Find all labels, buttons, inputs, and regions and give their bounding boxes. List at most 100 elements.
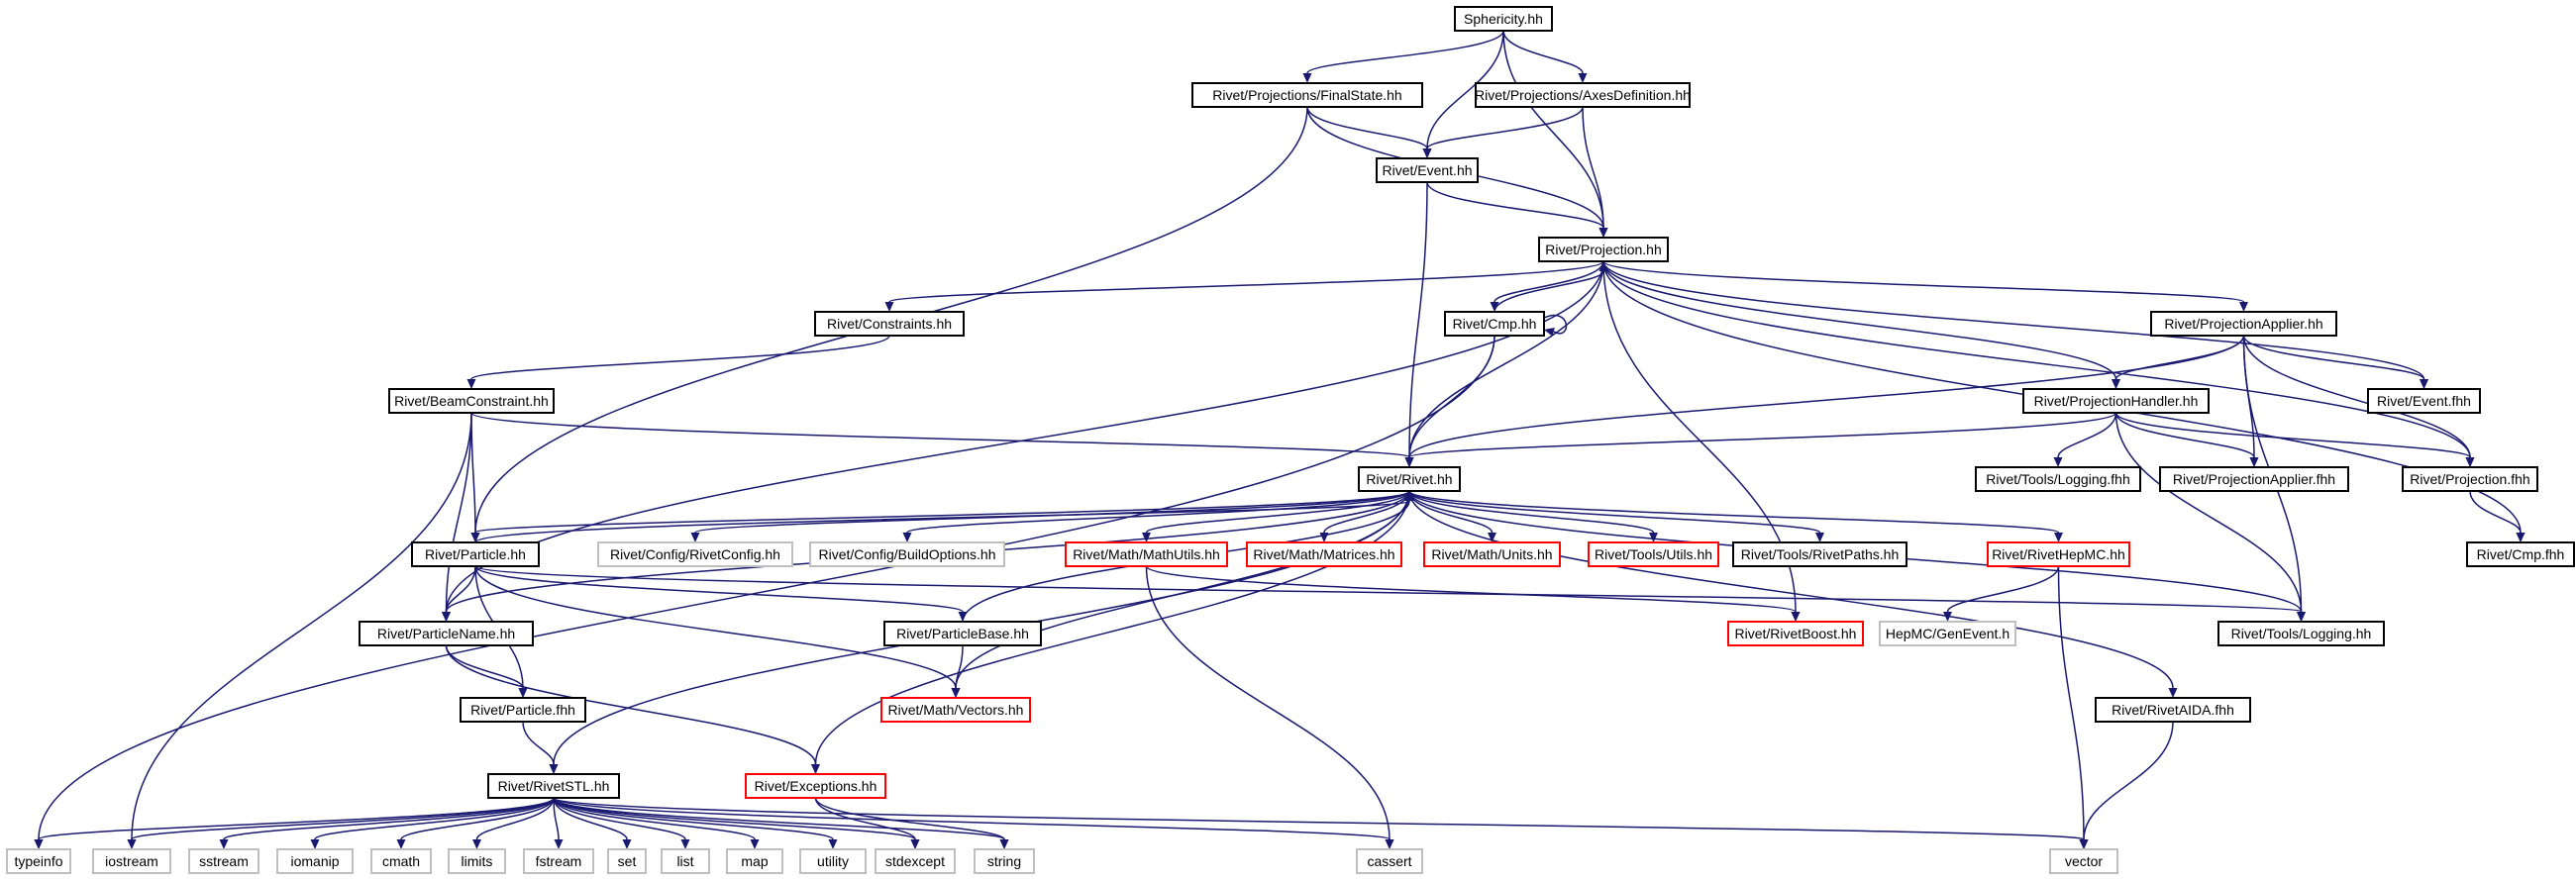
node-stdexcept[interactable]: stdexcept <box>875 848 956 874</box>
node-cmp[interactable]: Rivet/Cmp.hh <box>1444 311 1545 337</box>
node-utility[interactable]: utility <box>799 848 867 874</box>
node-logging[interactable]: Rivet/Tools/Logging.hh <box>2217 621 2385 646</box>
node-rivetpaths[interactable]: Rivet/Tools/RivetPaths.hh <box>1732 541 1907 567</box>
node-cmath[interactable]: cmath <box>370 848 432 874</box>
node-exceptions-box[interactable] <box>745 773 886 799</box>
node-constraints-box[interactable] <box>814 311 965 337</box>
node-eventfhh-box[interactable] <box>2367 388 2481 414</box>
node-logging-box[interactable] <box>2217 621 2385 646</box>
node-projhandler-box[interactable] <box>2022 388 2210 414</box>
node-units-box[interactable] <box>1423 541 1561 567</box>
node-utils-box[interactable] <box>1588 541 1719 567</box>
node-limits[interactable]: limits <box>448 848 506 874</box>
node-vector[interactable]: vector <box>2049 848 2118 874</box>
node-axesdef-box[interactable] <box>1475 82 1691 108</box>
node-particlebase[interactable]: Rivet/ParticleBase.hh <box>883 621 1042 646</box>
node-projapplier[interactable]: Rivet/ProjectionApplier.hh <box>2150 311 2337 337</box>
node-sstream[interactable]: sstream <box>188 848 259 874</box>
node-rivetboost[interactable]: Rivet/RivetBoost.hh <box>1727 621 1864 646</box>
node-string[interactable]: string <box>974 848 1035 874</box>
node-string-box[interactable] <box>974 848 1035 874</box>
node-utils[interactable]: Rivet/Tools/Utils.hh <box>1588 541 1719 567</box>
node-sphericity[interactable]: Sphericity.hh <box>1454 6 1553 32</box>
node-toolslogfhh[interactable]: Rivet/Tools/Logging.fhh <box>1975 466 2141 492</box>
node-particlebase-box[interactable] <box>883 621 1042 646</box>
node-set[interactable]: set <box>607 848 647 874</box>
node-toolslogfhh-box[interactable] <box>1975 466 2141 492</box>
node-particlefhh[interactable]: Rivet/Particle.fhh <box>460 697 586 723</box>
node-finalstate-box[interactable] <box>1191 82 1423 108</box>
node-rivet-box[interactable] <box>1358 466 1461 492</box>
node-eventfhh[interactable]: Rivet/Event.fhh <box>2367 388 2481 414</box>
node-buildoptions-box[interactable] <box>809 541 1005 567</box>
node-iomanip-box[interactable] <box>276 848 354 874</box>
node-beamconstraint-box[interactable] <box>388 388 555 414</box>
node-list-box[interactable] <box>661 848 710 874</box>
node-particlename-box[interactable] <box>359 621 534 646</box>
node-cmp-box[interactable] <box>1444 311 1545 337</box>
node-fstream-box[interactable] <box>523 848 594 874</box>
node-buildoptions[interactable]: Rivet/Config/BuildOptions.hh <box>809 541 1005 567</box>
node-event-box[interactable] <box>1376 157 1479 183</box>
node-rivethepmc-box[interactable] <box>1987 541 2130 567</box>
node-vectors[interactable]: Rivet/Math/Vectors.hh <box>880 697 1031 723</box>
node-particle[interactable]: Rivet/Particle.hh <box>411 541 540 567</box>
node-matrices[interactable]: Rivet/Math/Matrices.hh <box>1246 541 1402 567</box>
node-cmpfhh-box[interactable] <box>2466 541 2575 567</box>
node-rivetpaths-box[interactable] <box>1732 541 1907 567</box>
node-iostream[interactable]: iostream <box>92 848 171 874</box>
node-projfhh-box[interactable] <box>2402 466 2538 492</box>
node-exceptions[interactable]: Rivet/Exceptions.hh <box>745 773 886 799</box>
node-sphericity-box[interactable] <box>1454 6 1553 32</box>
node-event[interactable]: Rivet/Event.hh <box>1376 157 1479 183</box>
node-finalstate[interactable]: Rivet/Projections/FinalState.hh <box>1191 82 1423 108</box>
node-typeinfo[interactable]: typeinfo <box>6 848 71 874</box>
node-genevent[interactable]: HepMC/GenEvent.h <box>1879 621 2016 646</box>
node-map[interactable]: map <box>726 848 783 874</box>
node-rivetconfig-box[interactable] <box>597 541 793 567</box>
node-rivet[interactable]: Rivet/Rivet.hh <box>1358 466 1461 492</box>
node-cmath-box[interactable] <box>370 848 432 874</box>
node-projection-box[interactable] <box>1538 237 1669 262</box>
node-particle-box[interactable] <box>411 541 540 567</box>
node-iostream-box[interactable] <box>92 848 171 874</box>
node-particlename[interactable]: Rivet/ParticleName.hh <box>359 621 534 646</box>
node-rivetboost-box[interactable] <box>1727 621 1864 646</box>
node-constraints[interactable]: Rivet/Constraints.hh <box>814 311 965 337</box>
node-projfhh[interactable]: Rivet/Projection.fhh <box>2402 466 2538 492</box>
node-rivethepmc[interactable]: Rivet/RivetHepMC.hh <box>1987 541 2130 567</box>
node-list[interactable]: list <box>661 848 710 874</box>
node-rivetstl-box[interactable] <box>487 773 620 799</box>
node-projapplierfhh-box[interactable] <box>2159 466 2349 492</box>
node-cassert-box[interactable] <box>1356 848 1423 874</box>
node-aidafhh-box[interactable] <box>2095 697 2251 723</box>
node-units[interactable]: Rivet/Math/Units.hh <box>1423 541 1561 567</box>
node-cmpfhh[interactable]: Rivet/Cmp.fhh <box>2466 541 2575 567</box>
node-rivetstl[interactable]: Rivet/RivetSTL.hh <box>487 773 620 799</box>
node-aidafhh[interactable]: Rivet/RivetAIDA.fhh <box>2095 697 2251 723</box>
node-vector-box[interactable] <box>2049 848 2118 874</box>
node-map-box[interactable] <box>726 848 783 874</box>
node-typeinfo-box[interactable] <box>6 848 71 874</box>
node-projhandler[interactable]: Rivet/ProjectionHandler.hh <box>2022 388 2210 414</box>
node-projapplier-box[interactable] <box>2150 311 2337 337</box>
node-mathutils[interactable]: Rivet/Math/MathUtils.hh <box>1065 541 1228 567</box>
node-axesdef[interactable]: Rivet/Projections/AxesDefinition.hh <box>1475 82 1691 108</box>
node-rivetconfig[interactable]: Rivet/Config/RivetConfig.hh <box>597 541 793 567</box>
node-sstream-box[interactable] <box>188 848 259 874</box>
node-iomanip[interactable]: iomanip <box>276 848 354 874</box>
node-particlefhh-box[interactable] <box>460 697 586 723</box>
node-mathutils-box[interactable] <box>1065 541 1228 567</box>
node-beamconstraint[interactable]: Rivet/BeamConstraint.hh <box>388 388 555 414</box>
node-stdexcept-box[interactable] <box>875 848 956 874</box>
node-projapplierfhh[interactable]: Rivet/ProjectionApplier.fhh <box>2159 466 2349 492</box>
node-fstream[interactable]: fstream <box>523 848 594 874</box>
node-projection[interactable]: Rivet/Projection.hh <box>1538 237 1669 262</box>
node-genevent-box[interactable] <box>1879 621 2016 646</box>
node-cassert[interactable]: cassert <box>1356 848 1423 874</box>
node-set-box[interactable] <box>607 848 647 874</box>
node-utility-box[interactable] <box>799 848 867 874</box>
node-limits-box[interactable] <box>448 848 506 874</box>
node-matrices-box[interactable] <box>1246 541 1402 567</box>
node-vectors-box[interactable] <box>880 697 1031 723</box>
